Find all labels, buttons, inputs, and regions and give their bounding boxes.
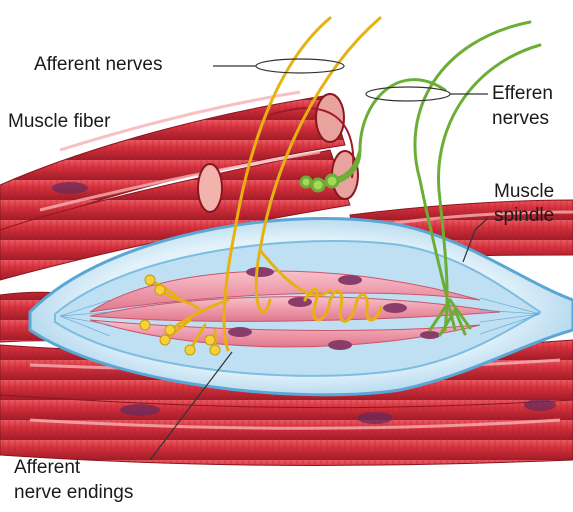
- afferent-nerve-endings-label-line1: Afferent: [14, 457, 80, 479]
- efferent-nerves-label-line1: Efferen: [492, 83, 553, 105]
- muscle-spindle-label-line2: spindle: [494, 205, 554, 227]
- muscle-spindle-label-line1: Muscle: [494, 181, 554, 203]
- afferent-bundle-marker: [256, 59, 344, 73]
- efferent-bundle-marker: [366, 87, 450, 101]
- afferent-nerve-endings-label-line2: nerve endings: [14, 482, 133, 504]
- afferent-nerves-label: Afferent nerves: [34, 54, 163, 76]
- efferent-nerves-label-line2: nerves: [492, 108, 549, 130]
- muscle-fiber-label: Muscle fiber: [8, 111, 110, 133]
